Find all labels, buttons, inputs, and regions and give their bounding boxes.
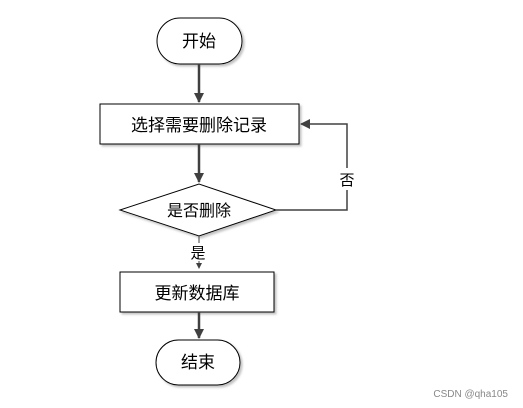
arrow-no-loop (276, 119, 348, 211)
decision-label: 是否删除 (167, 201, 231, 220)
end-label: 结束 (181, 353, 215, 373)
branch-no-label: 否 (339, 171, 354, 189)
branch-yes-label: 是 (190, 244, 205, 262)
update-db-label: 更新数据库 (155, 284, 240, 304)
start-node: 开始 (156, 17, 243, 65)
watermark-text: CSDN @qha105 (433, 389, 508, 400)
update-db-node: 更新数据库 (119, 271, 275, 313)
end-node: 结束 (155, 339, 241, 386)
select-records-label: 选择需要删除记录 (131, 116, 267, 136)
decision-node: 是否删除 (118, 183, 278, 237)
select-records-node: 选择需要删除记录 (99, 103, 300, 145)
start-label: 开始 (182, 32, 216, 52)
